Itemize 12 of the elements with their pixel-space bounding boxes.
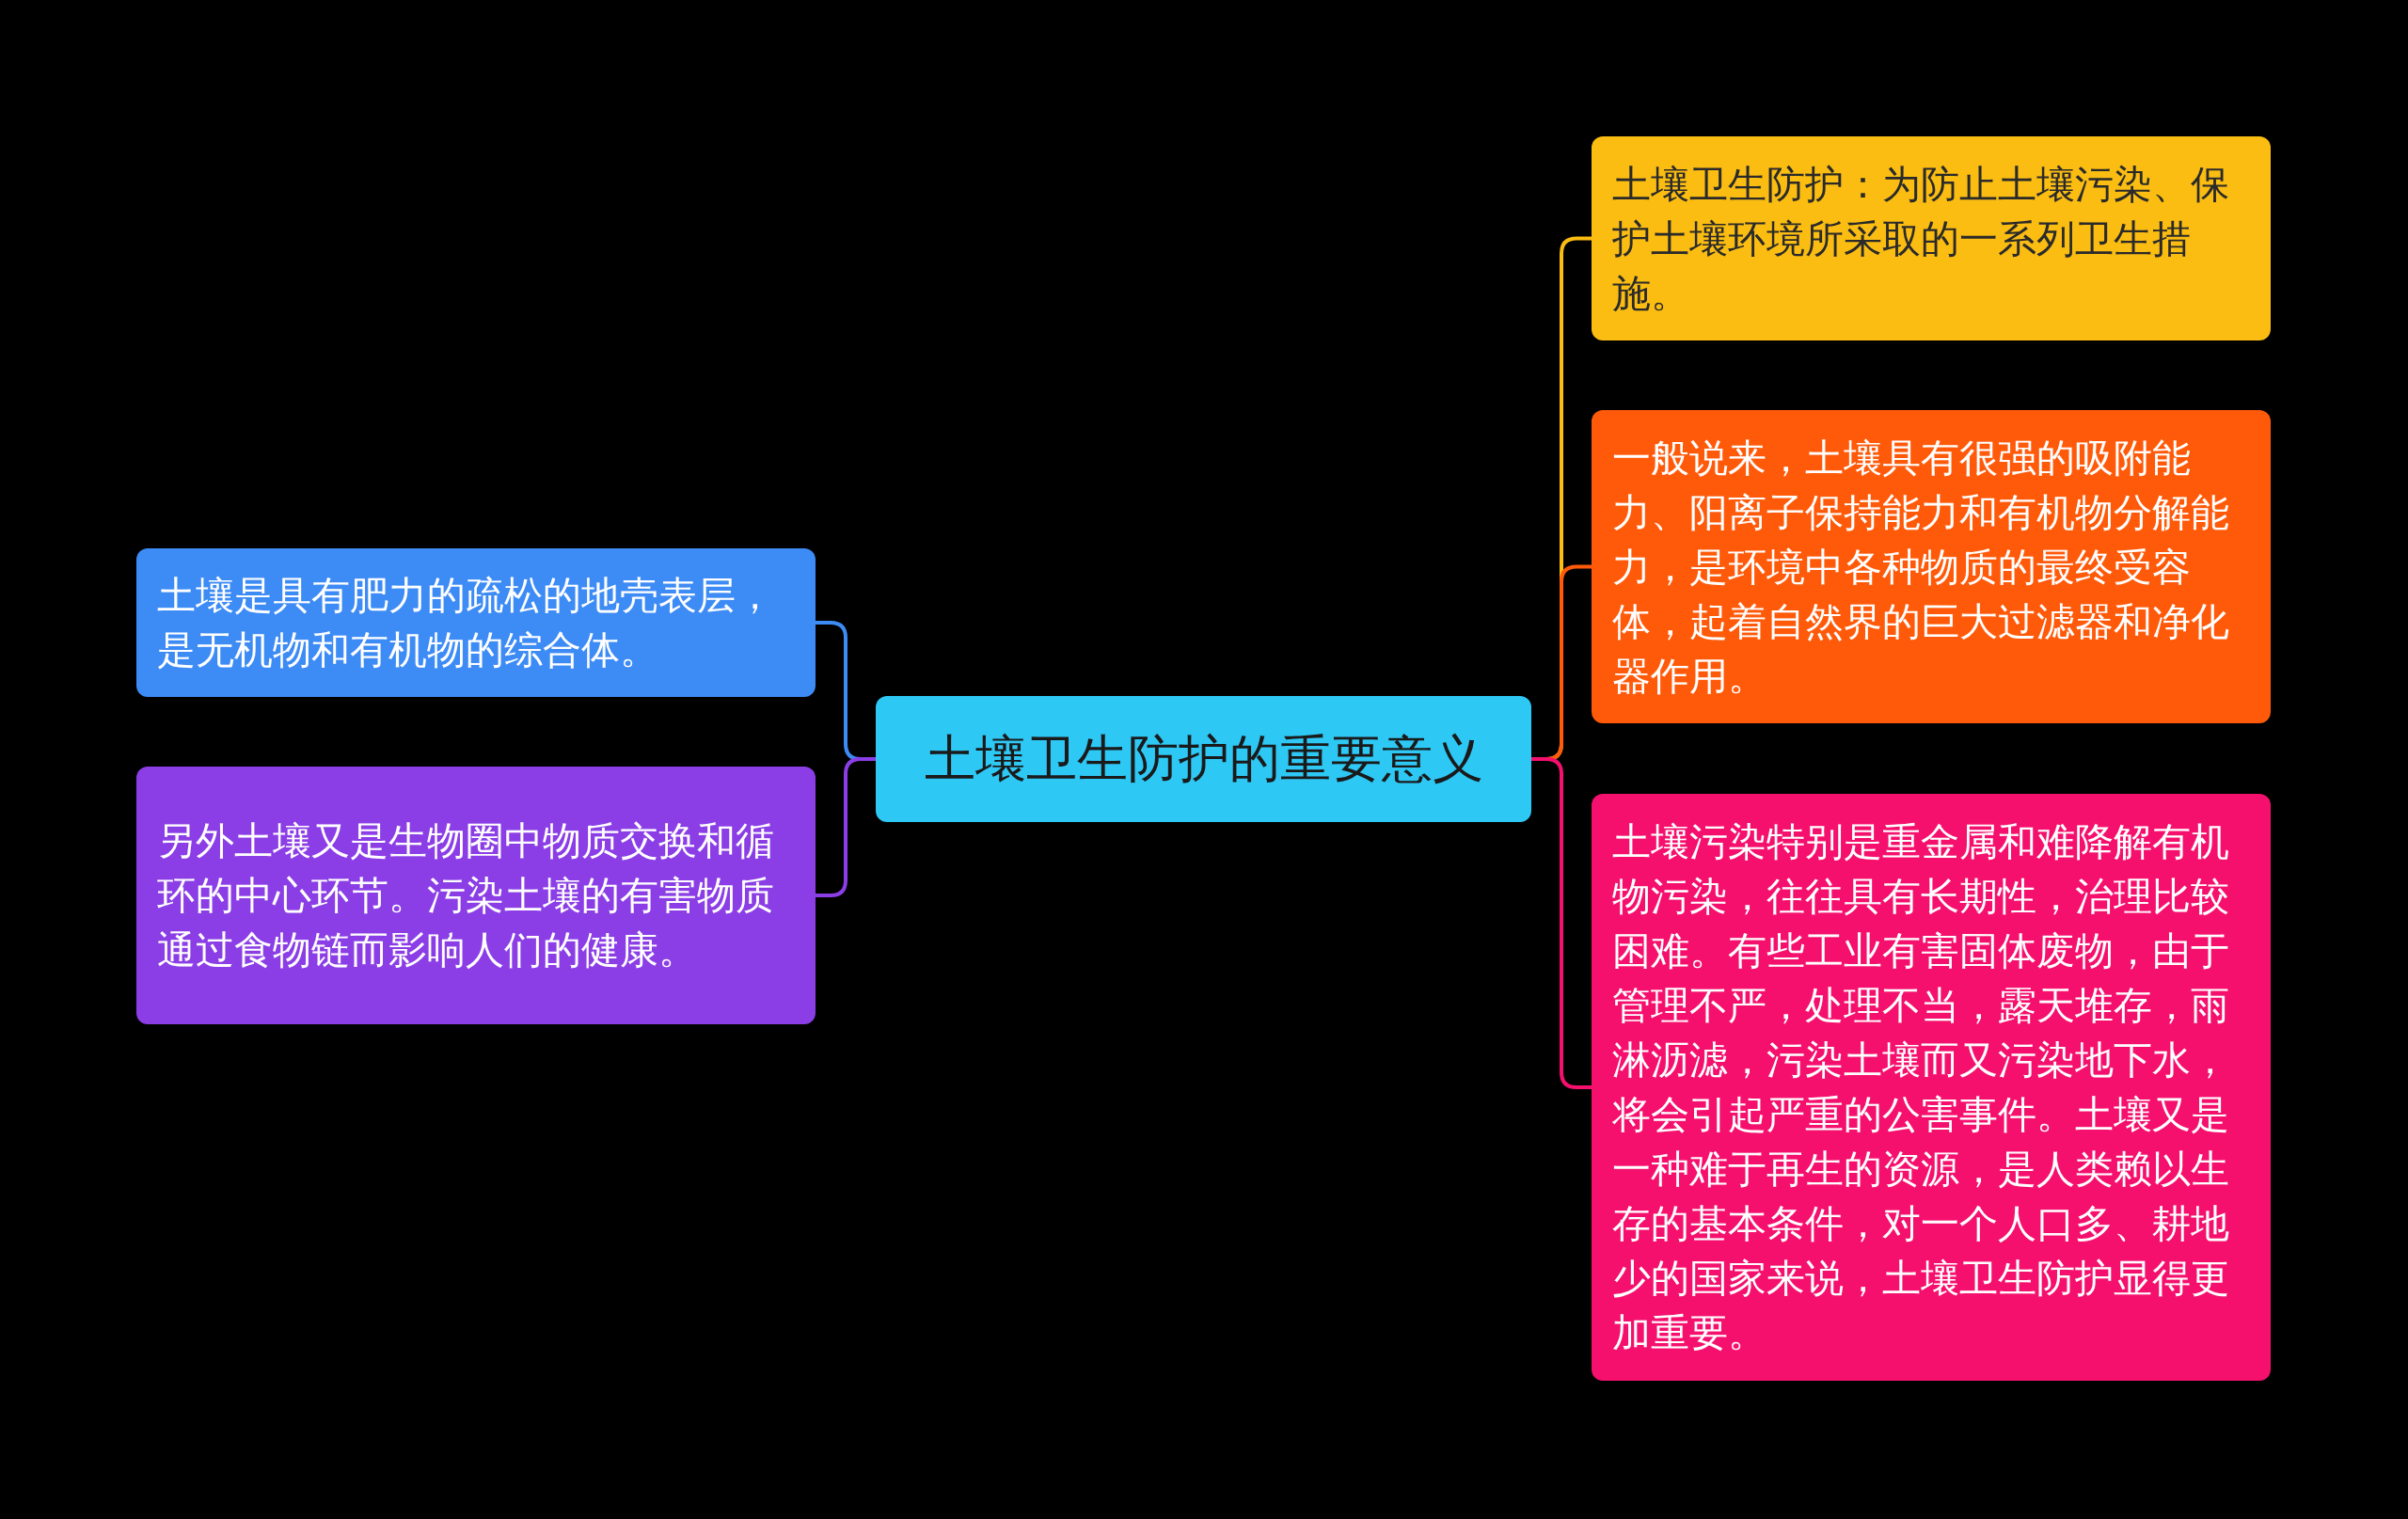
topic-text: 土壤污染特别是重金属和难降解有机物污染，往往具有长期性，治理比较困难。有些工业有害固体废物，由于管理不严，处理不当，露天堆存，雨淋沥滤，污染土壤而又污染地下水，将会引起严重的公害事件。土壤又是一种难于再生的资源，是人类赖以生存的基本条件，对一个人口多、耕地少的国家来说，土壤卫生防护显得更加重要。: [1612, 818, 2230, 1357]
topic-card: [1592, 136, 2271, 340]
topic-card: [136, 767, 816, 1024]
topic-text: 一般说来，土壤具有很强的吸附能力、阳离子保持能力和有机物分解能力，是环境中各种物质的最终受容体，起着自然界的巨大过滤器和净化器作用。: [1612, 434, 2230, 701]
topic-card: [1592, 410, 2271, 723]
topic-text: 土壤卫生防护的重要意义: [924, 729, 1483, 789]
topic-text: 另外土壤又是生物圈中物质交换和循环的中心环节。污染土壤的有害物质通过食物链而影响人们的健康。: [157, 817, 775, 974]
central-topic: [876, 696, 1531, 822]
topic-card: [1592, 794, 2271, 1381]
topic-text: 土壤卫生防护：为防止土壤污染、保护土壤环境所采取的一系列卫生措施。: [1612, 160, 2230, 318]
topic-text: 土壤是具有肥力的疏松的地壳表层，是无机物和有机物的综合体。: [157, 572, 775, 674]
topic-card: [136, 548, 816, 697]
